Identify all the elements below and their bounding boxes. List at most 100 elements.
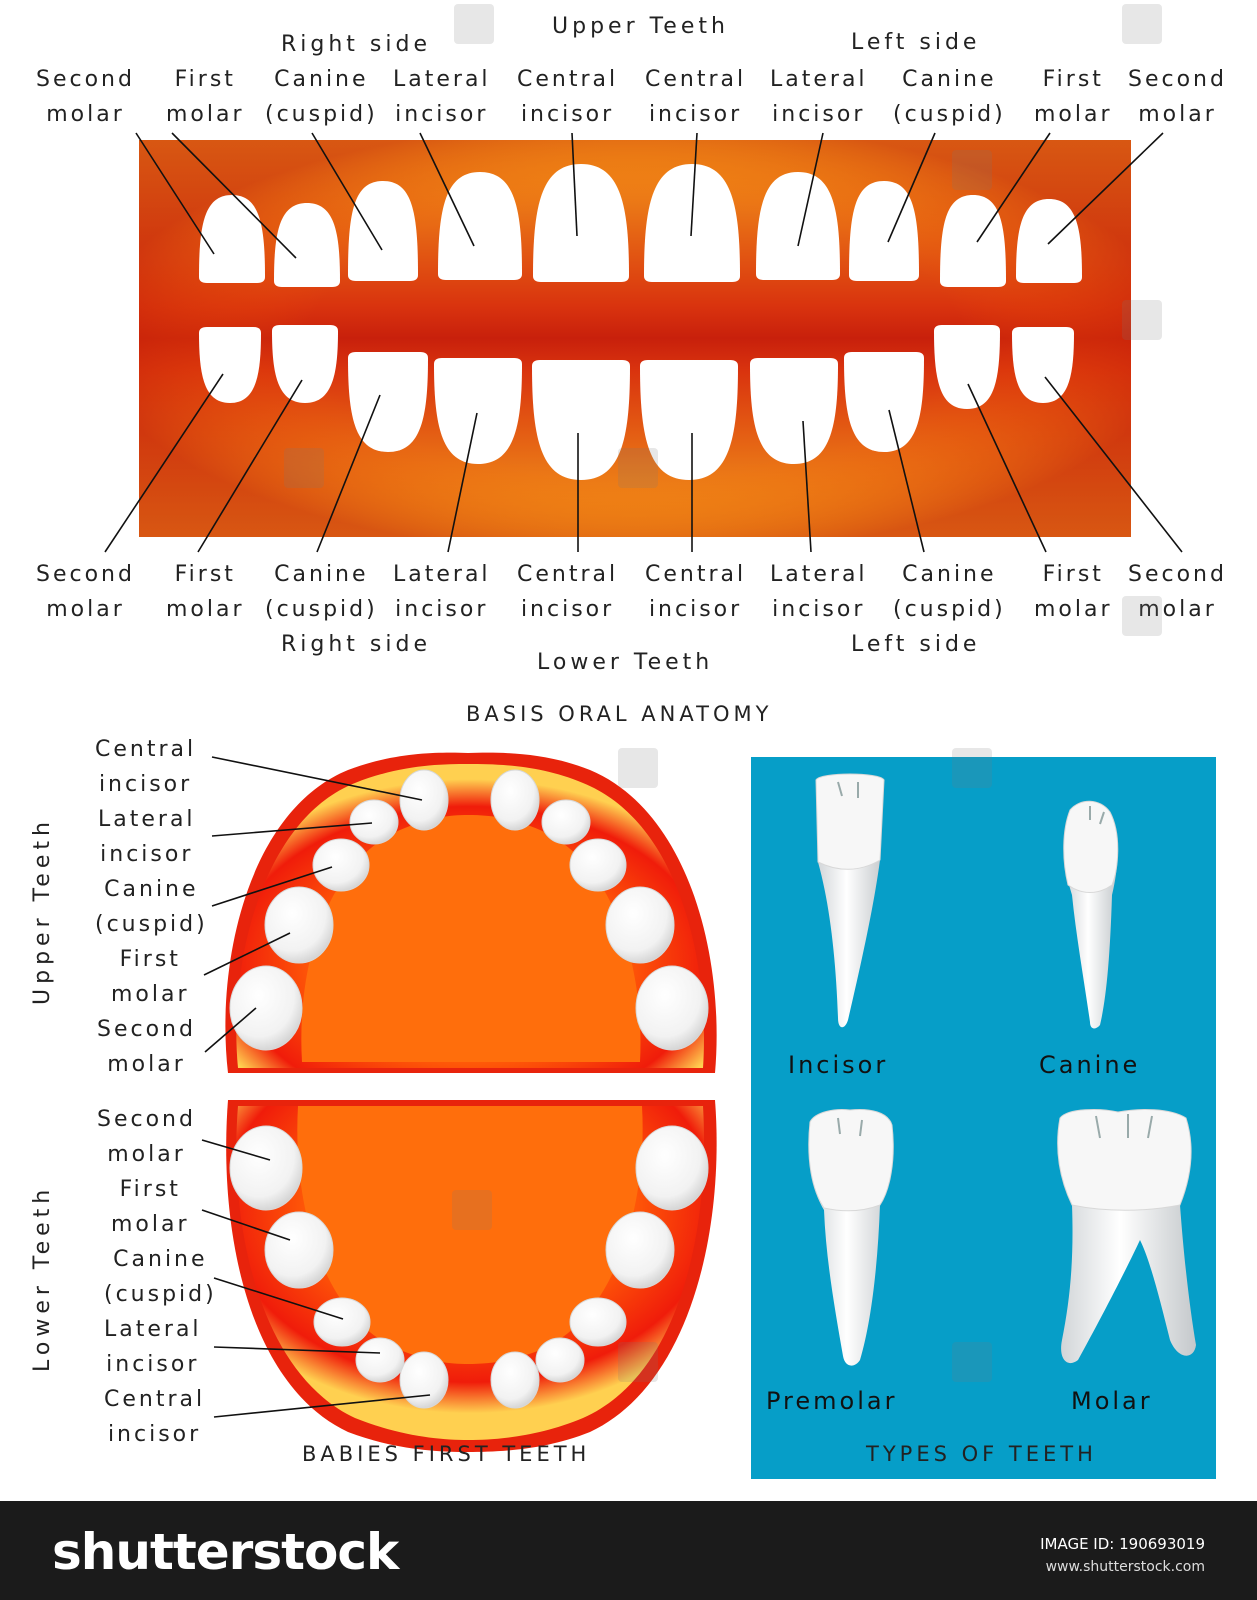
- upper-front-label-line2: molar: [1034, 102, 1113, 127]
- upper-front-label: Canine(cuspid): [893, 62, 1006, 132]
- lower-front-label-line2: (cuspid): [893, 597, 1006, 622]
- arch-upper-label-line1: Second: [97, 1017, 196, 1042]
- arch-upper-tooth: [635, 965, 709, 1051]
- watermark-tile: [952, 1342, 992, 1382]
- upper-front-label-line2: incisor: [395, 102, 489, 127]
- arch-upper-label-line1: Canine: [104, 877, 199, 902]
- upper-tooth: [348, 181, 418, 281]
- arch-lower-tooth: [355, 1337, 405, 1383]
- lower-front-label: Second molar: [36, 557, 135, 627]
- upper-tooth: [849, 181, 919, 281]
- arch-lower-label: Canine(cuspid): [104, 1242, 217, 1312]
- lower-front-label-line1: Lateral: [393, 562, 491, 587]
- lower-front-label-line1: Second: [36, 562, 135, 587]
- arch-upper-label-line1: Lateral: [98, 807, 196, 832]
- upper-front-label-line1: Lateral: [770, 67, 868, 92]
- upper-front-label-line1: Second: [1128, 67, 1227, 92]
- lower-tooth: [272, 325, 338, 403]
- arch-upper-label-line2: molar: [111, 982, 190, 1007]
- upper-tooth: [199, 195, 265, 283]
- watermark-tile: [952, 150, 992, 190]
- babies-first-teeth-caption: BABIES FIRST TEETH: [302, 1442, 591, 1466]
- upper-front-label-line2: molar: [46, 102, 125, 127]
- lower-teeth-vertical-label: Lower Teeth: [30, 1184, 55, 1372]
- lower-tooth: [1012, 327, 1074, 403]
- arch-lower-label-line1: Central: [104, 1387, 206, 1412]
- arch-lower-tooth: [605, 1211, 675, 1289]
- upper-front-label: Lateral incisor: [393, 62, 491, 132]
- lower-teeth-row: [199, 325, 1074, 480]
- upper-tooth: [940, 195, 1006, 287]
- lower-tooth: [434, 358, 522, 464]
- upper-tooth: [274, 203, 340, 287]
- lower-tooth: [750, 358, 838, 464]
- arch-lower-tooth: [313, 1297, 371, 1347]
- arch-lower-tooth: [569, 1297, 627, 1347]
- upper-front-label-line1: Second: [36, 67, 135, 92]
- upper-front-label-line2: (cuspid): [265, 102, 378, 127]
- lower-tooth: [934, 325, 1000, 409]
- arch-upper-label-line2: incisor: [98, 772, 193, 797]
- watermark-tile: [284, 448, 324, 488]
- lower-front-label-line1: Lateral: [770, 562, 868, 587]
- upper-front-label-line2: incisor: [648, 102, 743, 127]
- lower-front-label-line1: Central: [645, 562, 747, 587]
- watermark-tile: [452, 1190, 492, 1230]
- lower-front-label: Canine(cuspid): [893, 557, 1006, 627]
- arch-upper-tooth: [349, 799, 399, 845]
- upper-front-label: Central incisor: [645, 62, 746, 132]
- premolar-label: Premolar: [766, 1387, 898, 1415]
- arch-lower-tooth: [399, 1351, 449, 1409]
- arch-upper-label: Central incisor: [95, 732, 196, 802]
- lower-front-label-line2: molar: [1034, 597, 1113, 622]
- arch-lower-tooth: [635, 1125, 709, 1211]
- lower-left-side-label: Left side: [851, 632, 981, 657]
- lower-front-label-line2: incisor: [772, 597, 866, 622]
- upper-front-label-line2: molar: [1138, 102, 1217, 127]
- arch-lower-label-line2: molar: [107, 1142, 186, 1167]
- image-id: IMAGE ID: 190693019: [1040, 1535, 1205, 1553]
- arch-upper-label-line1: Central: [95, 737, 197, 762]
- lower-front-label-line1: Central: [517, 562, 619, 587]
- arch-upper-tooth: [541, 799, 591, 845]
- upper-arch: [225, 752, 717, 1073]
- upper-teeth-row: [199, 164, 1082, 287]
- upper-front-label-line2: (cuspid): [893, 102, 1006, 127]
- arch-lower-label-line1: First: [119, 1177, 181, 1202]
- arch-upper-label: Canine(cuspid): [95, 872, 208, 942]
- upper-front-label-line2: incisor: [520, 102, 615, 127]
- lower-front-label: Canine(cuspid): [265, 557, 378, 627]
- arch-upper-tooth: [264, 886, 334, 964]
- arch-upper-tooth: [490, 769, 540, 831]
- lower-front-label: Central incisor: [517, 557, 618, 627]
- upper-front-label-line1: Central: [645, 67, 747, 92]
- lower-front-label-line2: incisor: [520, 597, 615, 622]
- lower-front-label-line1: Second: [1128, 562, 1227, 587]
- arch-lower-label-line2: molar: [111, 1212, 190, 1237]
- upper-front-label-line1: Lateral: [393, 67, 491, 92]
- lower-front-label: Lateral incisor: [770, 557, 868, 627]
- lower-front-label-line2: incisor: [395, 597, 489, 622]
- arch-lower-label-line2: incisor: [106, 1352, 200, 1377]
- upper-left-side-label: Left side: [851, 30, 981, 55]
- lower-front-label-line2: molar: [46, 597, 125, 622]
- lower-teeth-heading: Lower Teeth: [537, 650, 714, 675]
- watermark-tile: [618, 1342, 658, 1382]
- upper-tooth: [533, 164, 629, 282]
- upper-tooth: [438, 172, 522, 280]
- site-url: www.shutterstock.com: [1045, 1559, 1205, 1575]
- arch-upper-tooth: [605, 886, 675, 964]
- brand-logo: shutterstock: [52, 1523, 399, 1581]
- lower-tooth: [532, 360, 630, 480]
